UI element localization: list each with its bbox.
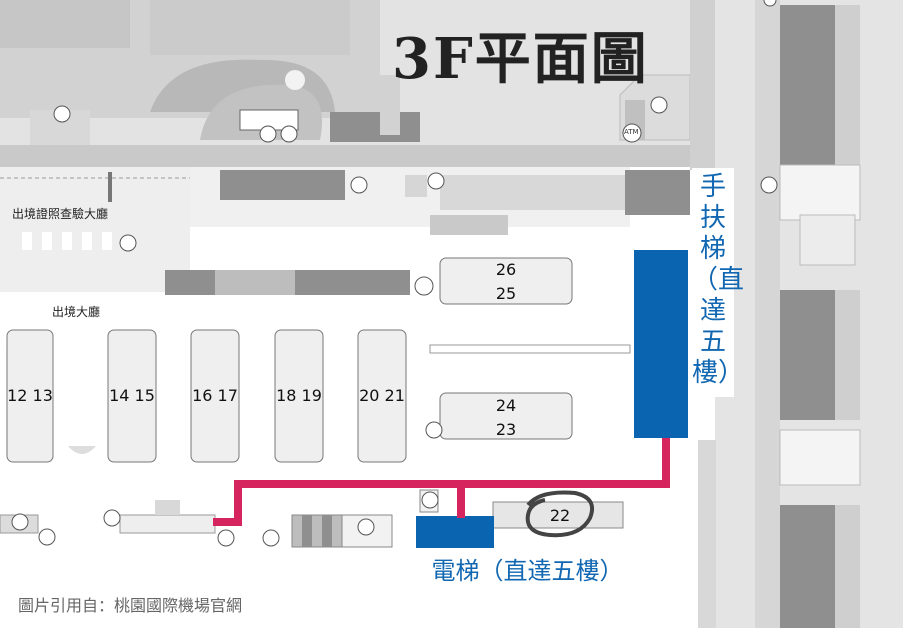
right-building bbox=[690, 0, 903, 628]
gate-24-label[interactable]: 24 bbox=[495, 396, 517, 415]
escalator-icon bbox=[11, 0, 778, 547]
elevator-block[interactable] bbox=[416, 516, 494, 548]
gate-22-label[interactable]: 22 bbox=[549, 506, 571, 525]
gate-26-label[interactable]: 26 bbox=[495, 260, 517, 279]
passport-hall-area bbox=[0, 167, 690, 295]
gate-12-13-label[interactable]: 12 13 bbox=[7, 386, 53, 405]
upper-building bbox=[0, 0, 903, 167]
elevator-label: 電梯（直達五樓） bbox=[400, 548, 655, 594]
walking-route bbox=[213, 438, 670, 526]
gate-16-17-label[interactable]: 16 17 bbox=[192, 386, 238, 405]
gate-25-label[interactable]: 25 bbox=[495, 284, 517, 303]
atm-icon bbox=[622, 123, 642, 143]
departure-hall-label: 出境大廳 bbox=[52, 305, 101, 319]
main-corridor bbox=[0, 145, 903, 167]
gate-pods bbox=[6, 257, 631, 463]
page-title: 3F平面圖 bbox=[392, 26, 649, 92]
gate-23-label[interactable]: 23 bbox=[495, 420, 517, 439]
image-source-credit: 圖片引用自：桃園國際機場官網 bbox=[18, 596, 243, 615]
passport-hall-label: 出境證照查驗大廳 bbox=[12, 207, 109, 221]
escalator-label: 手扶梯（直達五樓） bbox=[692, 168, 744, 397]
atm-label: ATM bbox=[624, 128, 639, 136]
gate-20-21-label[interactable]: 20 21 bbox=[359, 386, 405, 405]
gate-18-19-label[interactable]: 18 19 bbox=[276, 386, 322, 405]
gate-14-15-label[interactable]: 14 15 bbox=[109, 386, 155, 405]
escalator-block[interactable] bbox=[634, 250, 688, 438]
gate-22-circle-mark bbox=[525, 490, 595, 538]
restroom-icon bbox=[103, 125, 445, 536]
